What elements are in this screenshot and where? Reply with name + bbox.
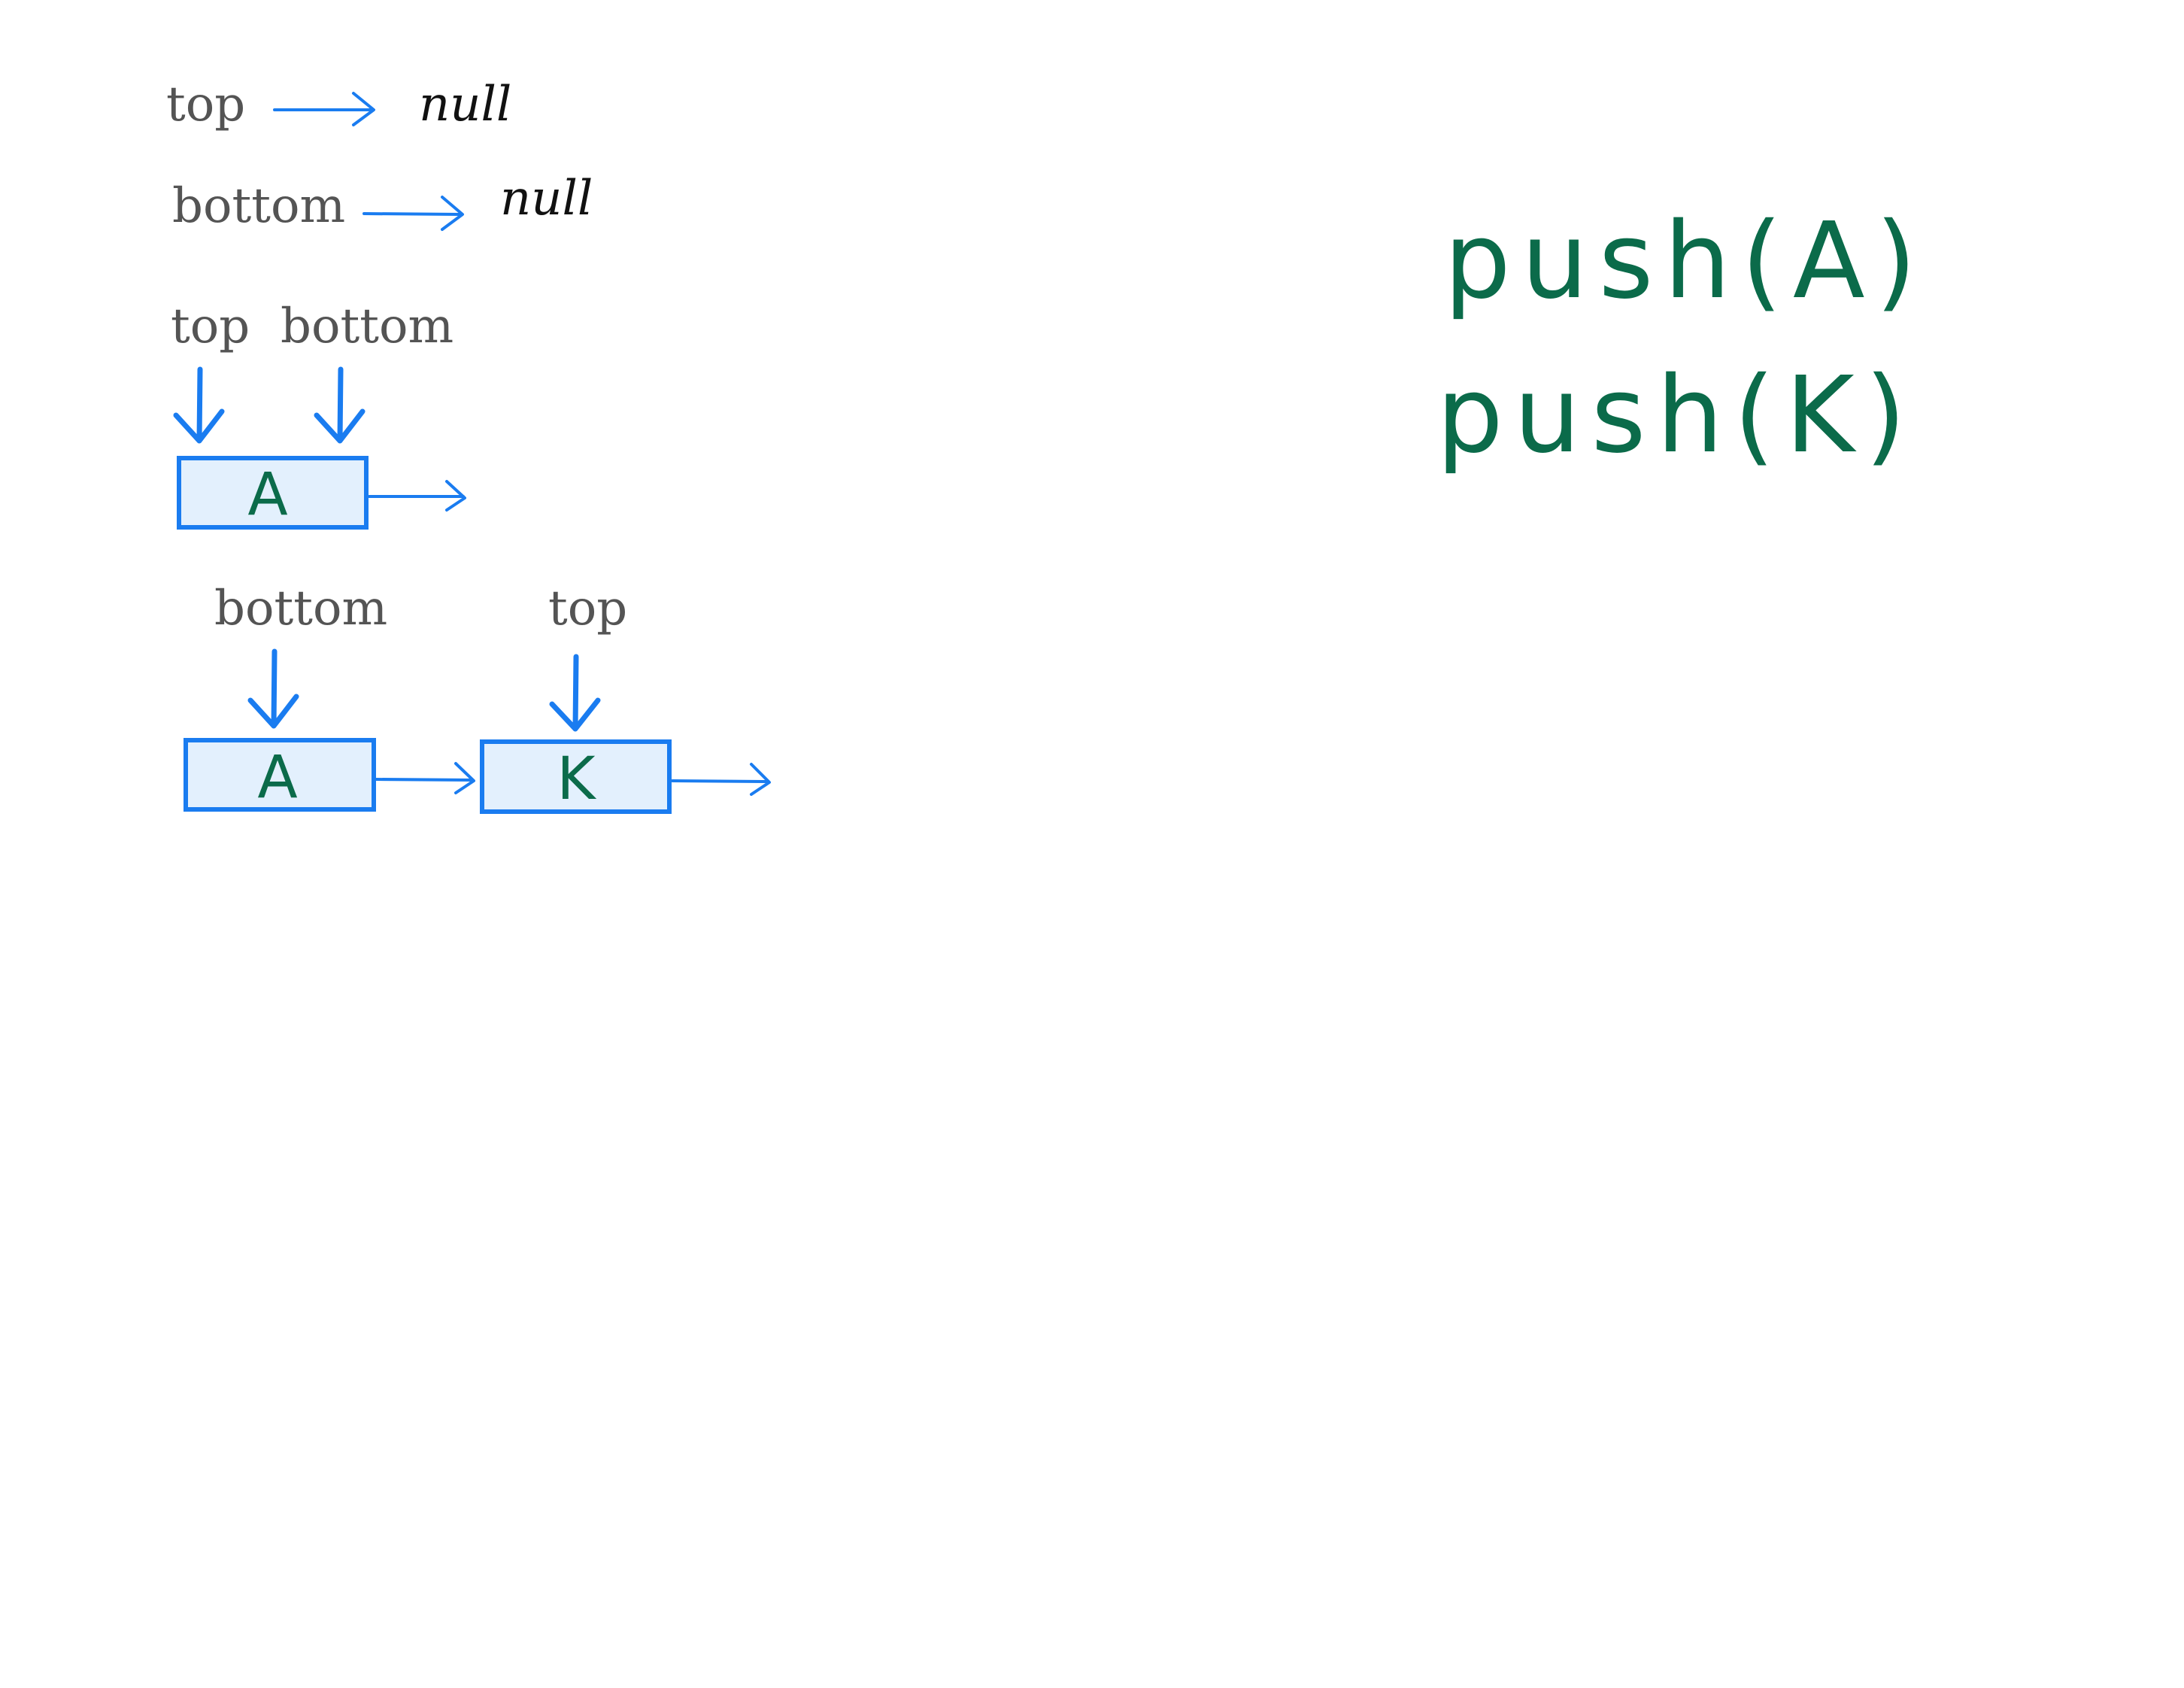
initial-top-row: top null [166, 77, 511, 132]
node-value: K [557, 745, 596, 813]
arrow-down-icon [549, 654, 601, 732]
arrow-right-icon [368, 480, 466, 512]
top-label: top [171, 299, 250, 354]
arrow-right-icon [671, 763, 771, 796]
top-label: top [548, 581, 627, 636]
node-value: A [257, 744, 297, 812]
operation-push-a: push(A) [1444, 200, 1927, 323]
node-a: A [184, 738, 376, 812]
bottom-label: bottom [281, 299, 453, 354]
node-k: K [480, 739, 672, 814]
state-two: bottom top A K [184, 581, 771, 814]
operation-push-k: push(K) [1436, 354, 1916, 477]
null-label: null [500, 171, 593, 226]
arrow-down-icon [314, 366, 366, 444]
state-one: top bottom A [171, 299, 466, 530]
node-a: A [177, 456, 369, 530]
initial-bottom-row: bottom null [172, 171, 593, 234]
arrow-down-icon [173, 366, 225, 444]
top-label: top [166, 77, 245, 132]
arrow-right-icon [362, 196, 464, 231]
null-label: null [419, 77, 511, 132]
operations-list: push(A) push(K) [1436, 200, 1927, 477]
node-value: A [247, 461, 287, 529]
arrow-right-icon [375, 762, 475, 794]
bottom-label: bottom [214, 581, 387, 636]
arrow-down-icon [247, 648, 299, 729]
bottom-label: bottom [172, 178, 345, 234]
arrow-right-icon [273, 92, 375, 126]
